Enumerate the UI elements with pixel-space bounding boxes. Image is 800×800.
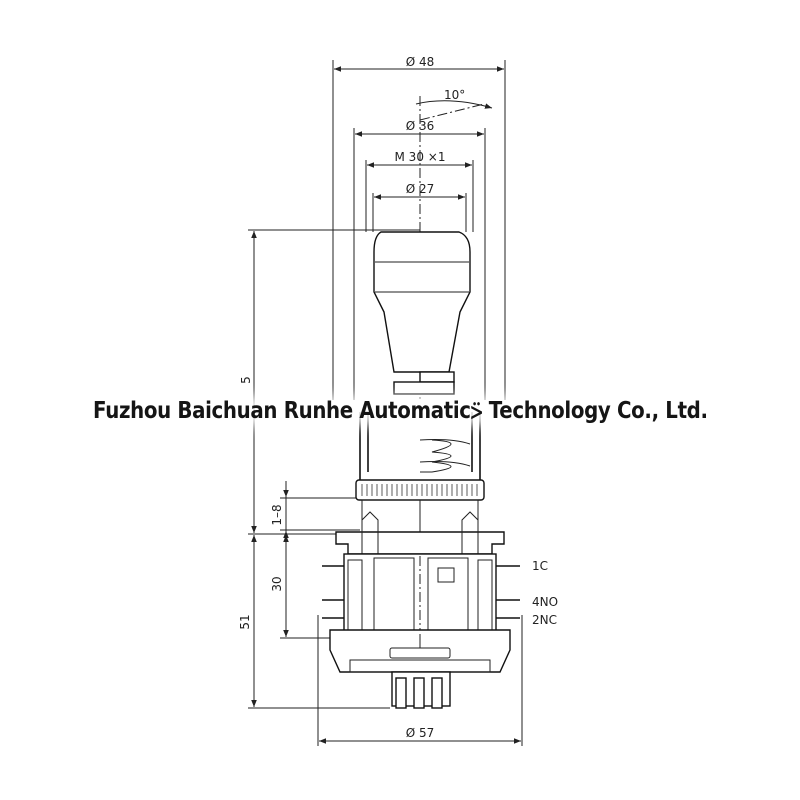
dimension-group: Ø 48 10° Ø 36 M 30 ×1 Ø 27 5 1–8	[238, 55, 523, 746]
actuator-window	[437, 567, 455, 583]
dim-height-partial: 5	[239, 376, 253, 384]
dim-thread-m30: M 30 ×1	[395, 150, 446, 164]
base-housing	[329, 629, 511, 673]
label-2nc: 2NC	[532, 613, 557, 627]
angle-arc	[415, 100, 493, 109]
knob-stem	[393, 381, 455, 395]
connector-pins	[391, 671, 451, 709]
mounting-nut	[355, 479, 485, 533]
dim-travel-1-8: 1–8	[270, 504, 284, 525]
dim-diameter-36: Ø 36	[406, 119, 435, 133]
pin-2	[413, 677, 425, 709]
dim-diameter-27: Ø 27	[406, 182, 435, 196]
dim-diameter-57: Ø 57	[406, 726, 435, 740]
watermark-backdrop	[62, 396, 738, 426]
knob-collar	[419, 371, 455, 383]
joystick-knob	[373, 231, 471, 395]
label-1c: 1C	[532, 559, 548, 573]
dim-height-30: 30	[270, 576, 284, 591]
label-4no: 4NO	[532, 595, 558, 609]
pin-1	[395, 677, 407, 709]
dim-height-51: 51	[238, 614, 252, 629]
pin-3	[431, 677, 443, 709]
watermark-banner: Fuzhou Baichuan Runhe Automatic⍩ Technol…	[0, 388, 800, 434]
dim-diameter-48: Ø 48	[406, 55, 435, 69]
angle-line	[419, 103, 485, 121]
switch-body	[322, 553, 520, 635]
dim-angle-10: 10°	[444, 88, 465, 102]
company-watermark: Fuzhou Baichuan Runhe Automatic⍩ Technol…	[92, 398, 708, 424]
